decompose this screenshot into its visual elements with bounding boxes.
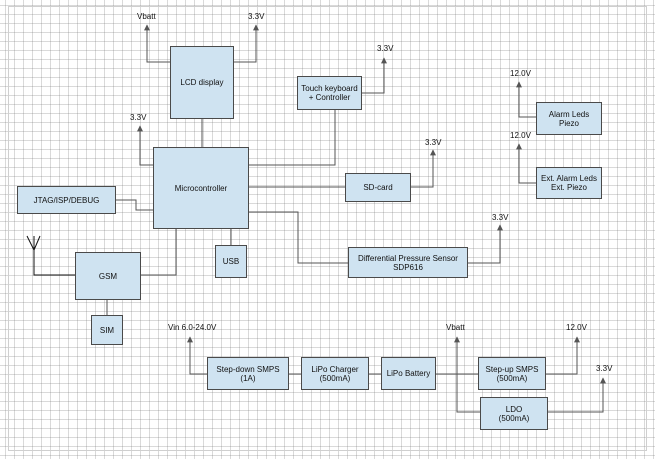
label-mcu-3v3: 3.3V xyxy=(130,113,147,122)
block-sd-card[interactable]: SD-card xyxy=(345,173,411,202)
block-alarm-leds[interactable]: Alarm Leds Piezo xyxy=(536,102,602,135)
label-alarm-12v: 12.0V xyxy=(510,69,531,78)
label-lcd-vbatt: Vbatt xyxy=(137,12,156,21)
block-usb[interactable]: USB xyxy=(215,245,247,278)
label-ldo-3v3: 3.3V xyxy=(596,364,613,373)
label-power-vbatt: Vbatt xyxy=(446,323,465,332)
label-ext-alarm-12v: 12.0V xyxy=(510,131,531,140)
wire-alarm-12v xyxy=(516,81,536,118)
wire-jtag-mcu xyxy=(116,199,153,211)
label-lcd-3v3: 3.3V xyxy=(248,12,265,21)
wire-sd-3v3 xyxy=(411,149,436,188)
antenna-feed xyxy=(33,250,75,276)
wire-ldo-3v3 xyxy=(548,377,606,413)
label-sd-3v3: 3.3V xyxy=(425,138,442,147)
block-touch-keyboard[interactable]: Touch keyboard + Controller xyxy=(297,76,362,110)
wire-mcu-diff xyxy=(249,211,348,264)
wire-diff-3v3 xyxy=(468,224,503,264)
wire-mcu-3v3 xyxy=(137,125,153,166)
block-step-down-smps[interactable]: Step-down SMPS (1A) xyxy=(207,357,289,390)
block-gsm[interactable]: GSM xyxy=(75,252,141,300)
label-stepup-12v: 12.0V xyxy=(566,323,587,332)
block-ldo[interactable]: LDO (500mA) xyxy=(480,397,548,430)
wire-lcd-vbatt xyxy=(144,24,170,63)
block-jtag[interactable]: JTAG/ISP/DEBUG xyxy=(17,186,116,214)
block-step-up-smps[interactable]: Step-up SMPS (500mA) xyxy=(478,357,546,390)
block-microcontroller[interactable]: Microcontroller xyxy=(153,147,249,229)
wire-stepup-12v xyxy=(546,336,580,375)
wire-vin-stepdown xyxy=(187,336,207,375)
block-sim[interactable]: SIM xyxy=(91,315,123,345)
wire-lcd-3v3 xyxy=(234,24,259,63)
diagram-frame xyxy=(8,6,647,451)
label-diff-3v3: 3.3V xyxy=(492,213,509,222)
wire-ext-12v xyxy=(516,143,536,184)
label-touch-3v3: 3.3V xyxy=(377,44,394,53)
block-ext-alarm-leds[interactable]: Ext. Alarm Leds Ext. Piezo xyxy=(536,167,602,199)
block-lipo-battery[interactable]: LiPo Battery xyxy=(381,357,436,390)
block-lipo-charger[interactable]: LiPo Charger (500mA) xyxy=(301,357,369,390)
block-diff-pressure-sensor[interactable]: Differential Pressure Sensor SDP616 xyxy=(348,247,468,278)
wire-mcu-gsm xyxy=(141,229,177,276)
wire-touch-mcu xyxy=(249,110,336,166)
block-lcd-display[interactable]: LCD display xyxy=(170,46,234,119)
wire-vbatt-ldo xyxy=(454,336,480,413)
label-vin: Vin 6.0-24.0V xyxy=(168,323,217,332)
wire-touch-3v3 xyxy=(362,57,387,94)
